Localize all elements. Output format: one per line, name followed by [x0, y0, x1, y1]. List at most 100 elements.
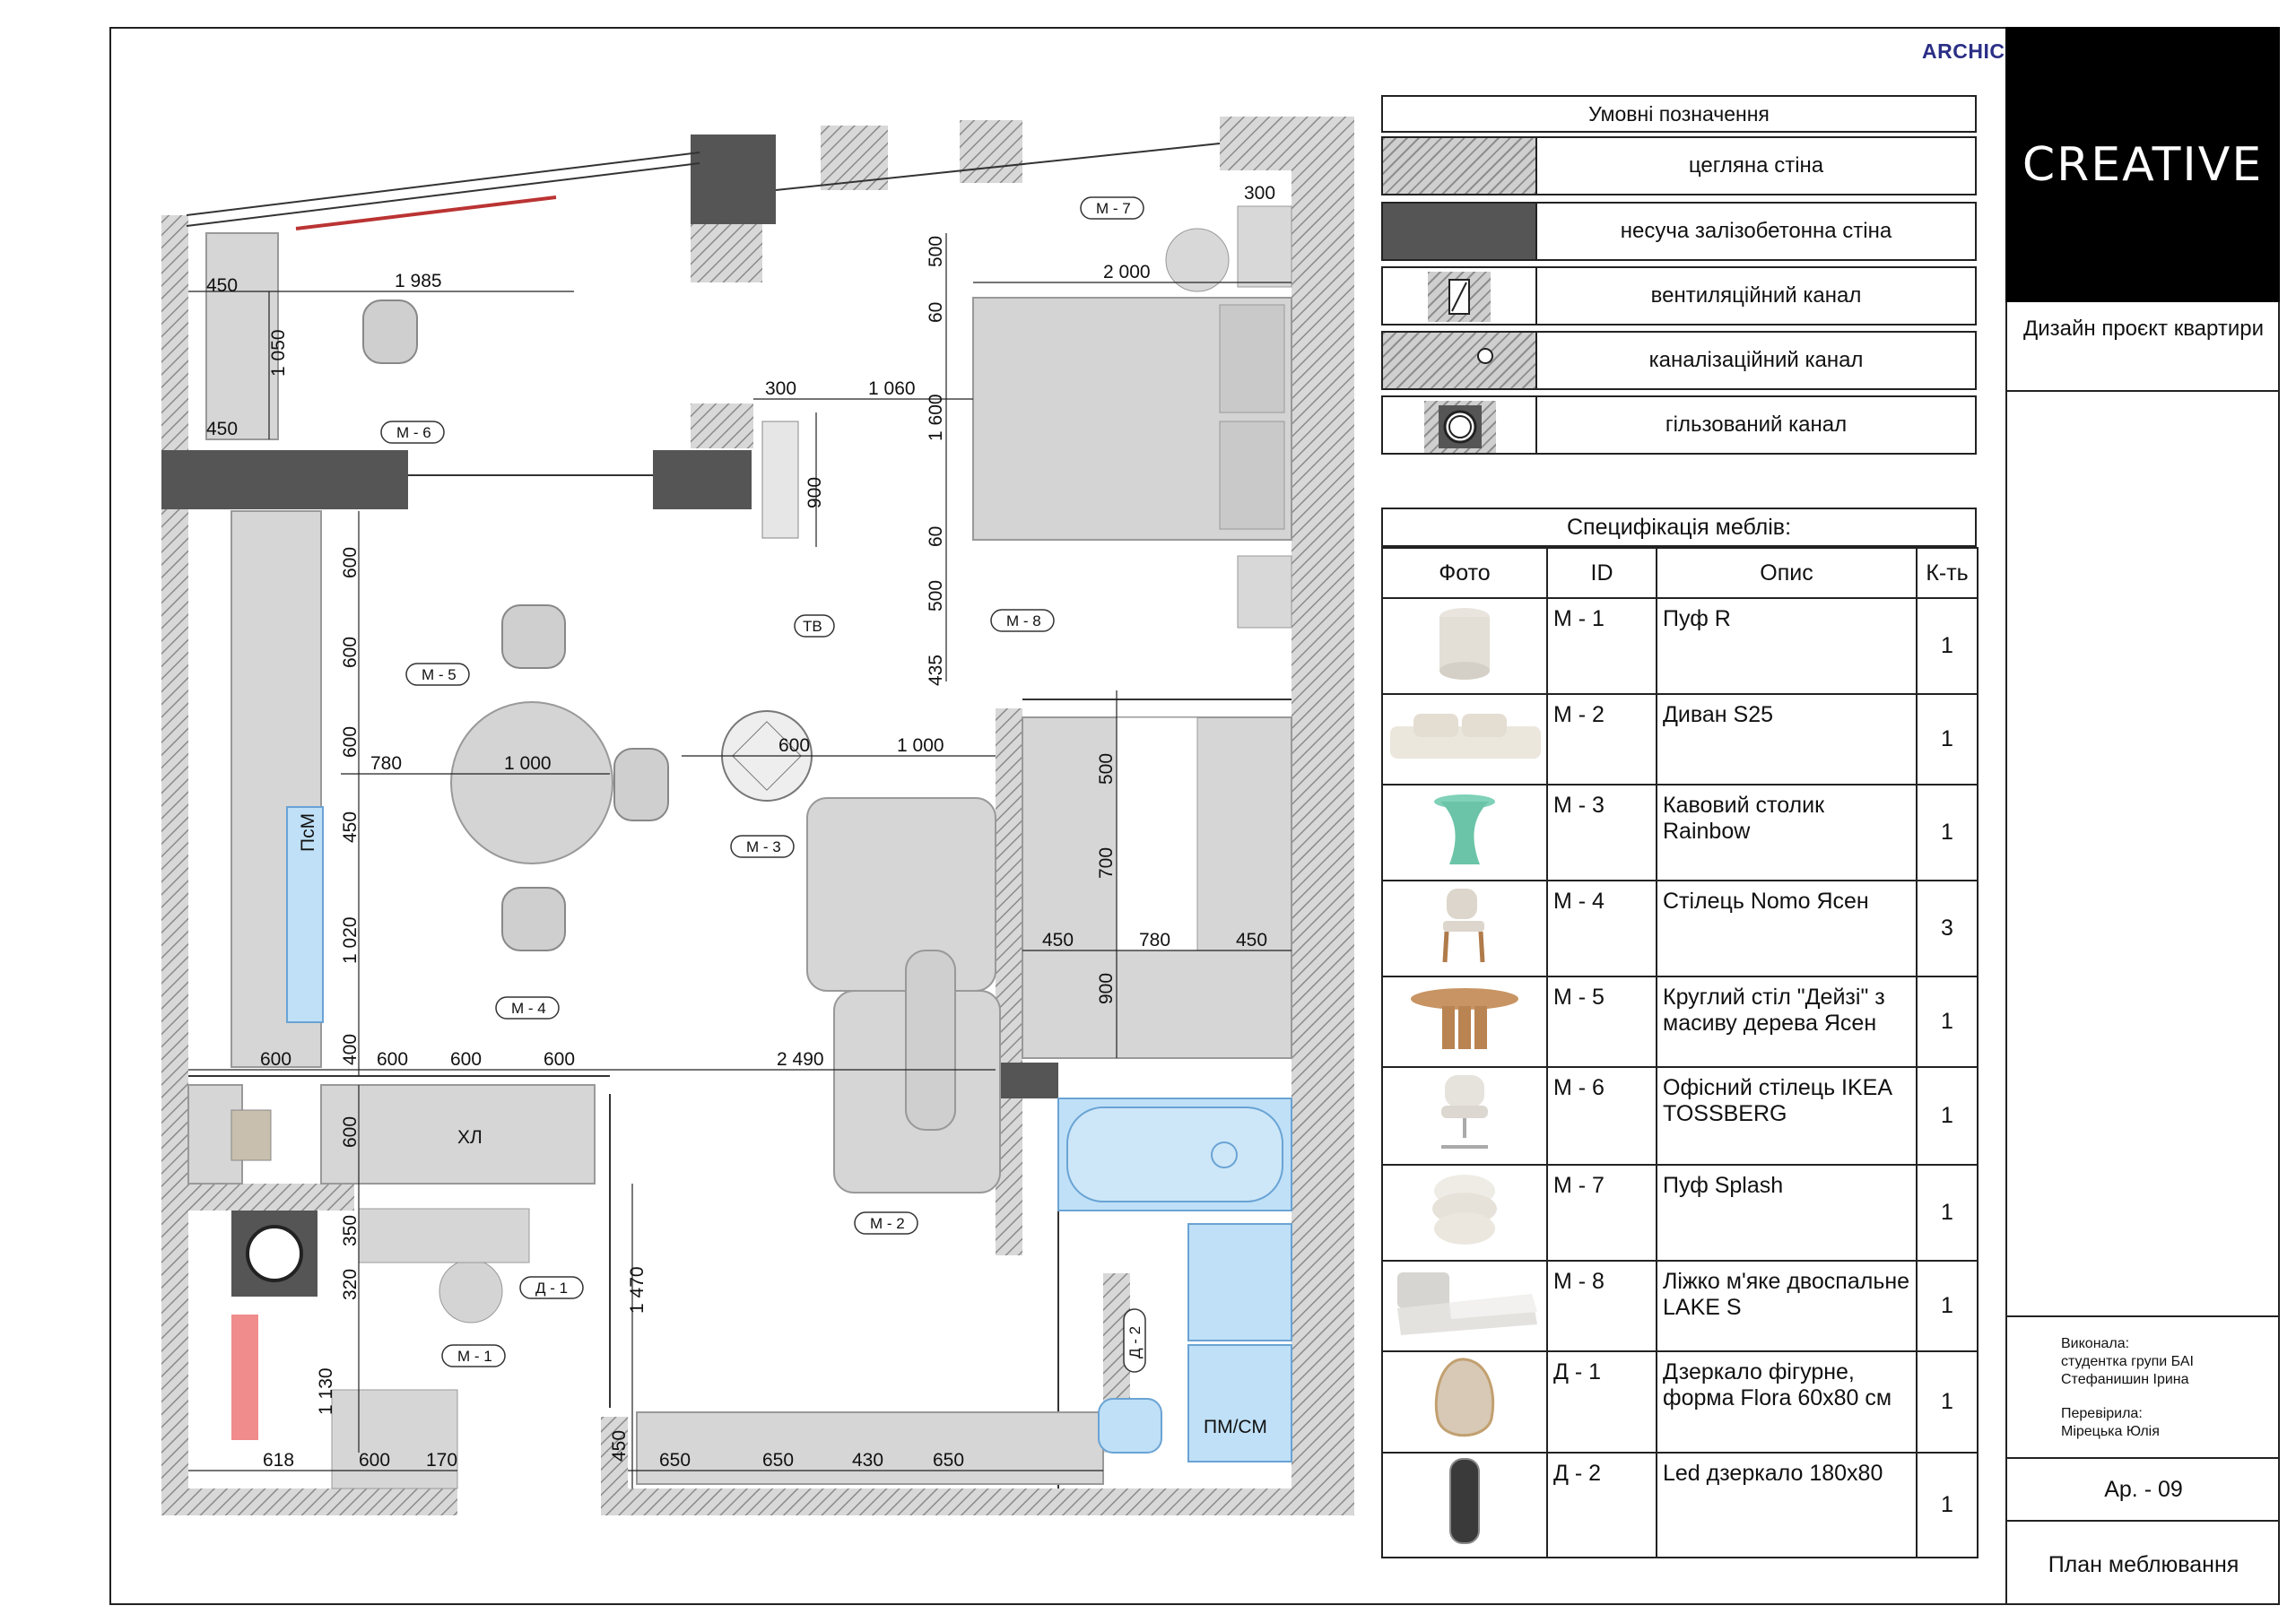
photo-cell — [1381, 1350, 1548, 1454]
dim-text: 450 — [609, 1430, 630, 1462]
balcony-radiator — [295, 195, 557, 230]
shoe-cabinet — [358, 1208, 530, 1263]
sheet-name: План меблювання — [2048, 1552, 2239, 1577]
tv-stand — [761, 421, 799, 539]
performed-label: Виконала: — [2061, 1336, 2130, 1351]
legend-row-vent: вентиляційний канал — [1381, 266, 1977, 325]
tag-m3: М - 3 — [746, 838, 781, 855]
dim-text: 300 — [765, 378, 796, 399]
spec-desc: Круглий стіл "Дейзі" з масиву дерева Ясе… — [1656, 976, 1918, 1068]
dim-text: 320 — [340, 1269, 361, 1300]
dim-text: 2 490 — [777, 1049, 824, 1070]
brick-walls — [161, 117, 1354, 1515]
dim-text: 450 — [206, 275, 238, 296]
sofa-m2 — [806, 797, 1001, 1193]
legend-label: вентиляційний канал — [1650, 283, 1862, 308]
spec-desc: Кавовий столик Rainbow — [1656, 784, 1918, 881]
legend-row-sewer: каналізаційний канал — [1381, 331, 1977, 390]
spec-qty: 1 — [1916, 976, 1979, 1068]
led-mirror-icon — [1449, 1458, 1480, 1544]
dim-text: 435 — [926, 655, 946, 686]
partitions — [186, 143, 1292, 1488]
tag-m8: М - 8 — [1006, 612, 1041, 629]
dim-text: 600 — [340, 726, 361, 758]
spec-id: М - 1 — [1546, 597, 1657, 695]
spec-qty: 1 — [1916, 1164, 1979, 1262]
dim-text: 600 — [544, 1049, 575, 1070]
dim-text: 300 — [1244, 183, 1275, 204]
dim-text: 430 — [852, 1450, 883, 1471]
dim-text: 600 — [340, 547, 361, 578]
dim-text: 780 — [1139, 930, 1170, 950]
tag-d2: Д - 2 — [1126, 1326, 1144, 1358]
spec-desc: Дзеркало фігурне, форма Flora 60x80 см — [1656, 1350, 1918, 1454]
hall-wardrobe — [636, 1411, 1104, 1485]
performed-by-line2: Стефанишин Ірина — [2061, 1372, 2189, 1387]
dim-text: 600 — [377, 1049, 408, 1070]
dishwasher-label: ПсМ — [298, 813, 318, 852]
dim-text: 600 — [340, 1116, 361, 1148]
floor-plan: ПсМ ХЛ П — [161, 117, 1354, 1515]
fridge-label: ХЛ — [457, 1127, 483, 1148]
tag-m7: М - 7 — [1096, 200, 1131, 217]
round-table-icon — [1411, 988, 1518, 1049]
spec-desc: Led дзеркало 180x80 — [1656, 1452, 1918, 1558]
legend-row-concrete: несуча залізобетонна стіна — [1381, 202, 1977, 261]
legend-row-brick: цегляна стіна — [1381, 136, 1977, 195]
spec-title: Специфікація меблів: — [1381, 508, 1977, 547]
tag-m2: М - 2 — [870, 1215, 905, 1232]
sheet-number: Ар. - 09 — [2007, 1459, 2280, 1522]
dim-text: 600 — [359, 1450, 390, 1471]
dim-text: 600 — [340, 637, 361, 668]
spec-qty: 1 — [1916, 1260, 1979, 1352]
legend-title: Умовні позначення — [1381, 95, 1977, 133]
radiator — [231, 1315, 258, 1440]
sleeved-duct-icon — [1439, 405, 1482, 448]
dimension-lines — [188, 233, 1292, 1488]
checked-by: Мірецька Юлія — [2061, 1424, 2160, 1439]
spec-desc: Пуф Splash — [1656, 1164, 1918, 1262]
photo-cell — [1381, 1260, 1548, 1352]
dim-text: 650 — [762, 1450, 794, 1471]
pouf-m7 — [1165, 228, 1230, 292]
table-row: М - 4 Стілець Nomo Ясен 3 — [1381, 880, 1979, 977]
spec-id: М - 6 — [1546, 1066, 1657, 1166]
spec-desc: Офісний стілець IKEA TOSSBERG — [1656, 1066, 1918, 1166]
dim-text: 500 — [926, 236, 946, 267]
bed-m8 — [972, 297, 1292, 541]
spec-qty: 3 — [1916, 880, 1979, 977]
dim-text: 1 000 — [504, 753, 552, 774]
dim-text: 450 — [1042, 930, 1074, 950]
spec-desc: Стілець Nomo Ясен — [1656, 880, 1918, 977]
spec-id: М - 8 — [1546, 1260, 1657, 1352]
photo-cell — [1381, 1164, 1548, 1262]
spec-id: М - 3 — [1546, 784, 1657, 881]
header-id: ID — [1546, 547, 1657, 599]
table-m5 — [450, 701, 613, 864]
spec-id: М - 7 — [1546, 1164, 1657, 1262]
legend-label: гільзований канал — [1665, 412, 1848, 437]
tag-m5: М - 5 — [422, 666, 457, 683]
coffee-table-icon — [1434, 794, 1495, 864]
bathroom — [1057, 1098, 1292, 1462]
spec-qty: 1 — [1916, 1350, 1979, 1454]
header-qty: К-ть — [1916, 547, 1979, 599]
dishwasher — [286, 806, 324, 1023]
drawing-frame — [109, 27, 2280, 1605]
dimension-texts: 450 1 985 1 050 450 2 000 300 300 1 060 … — [206, 183, 1275, 1471]
legend-label: каналізаційний канал — [1648, 348, 1864, 372]
dim-text: 60 — [926, 302, 946, 323]
spec-desc: Ліжко м'яке двоспальне LAKE S — [1656, 1260, 1918, 1352]
nightstand-top — [1237, 205, 1292, 288]
dim-text: 1 050 — [268, 329, 289, 377]
dim-text: 600 — [260, 1049, 291, 1070]
table-row: М - 7 Пуф Splash 1 — [1381, 1164, 1979, 1262]
table-row: Д - 2 Led дзеркало 180x80 1 — [1381, 1452, 1979, 1558]
concrete-walls — [161, 135, 1058, 1098]
tag-d1: Д - 1 — [535, 1280, 568, 1297]
dim-text: 1 000 — [897, 735, 944, 756]
pouf-m1 — [439, 1259, 503, 1324]
photo-cell — [1381, 693, 1548, 785]
office-chair-icon — [1441, 1075, 1488, 1149]
legend-label: цегляна стіна — [1688, 153, 1824, 178]
